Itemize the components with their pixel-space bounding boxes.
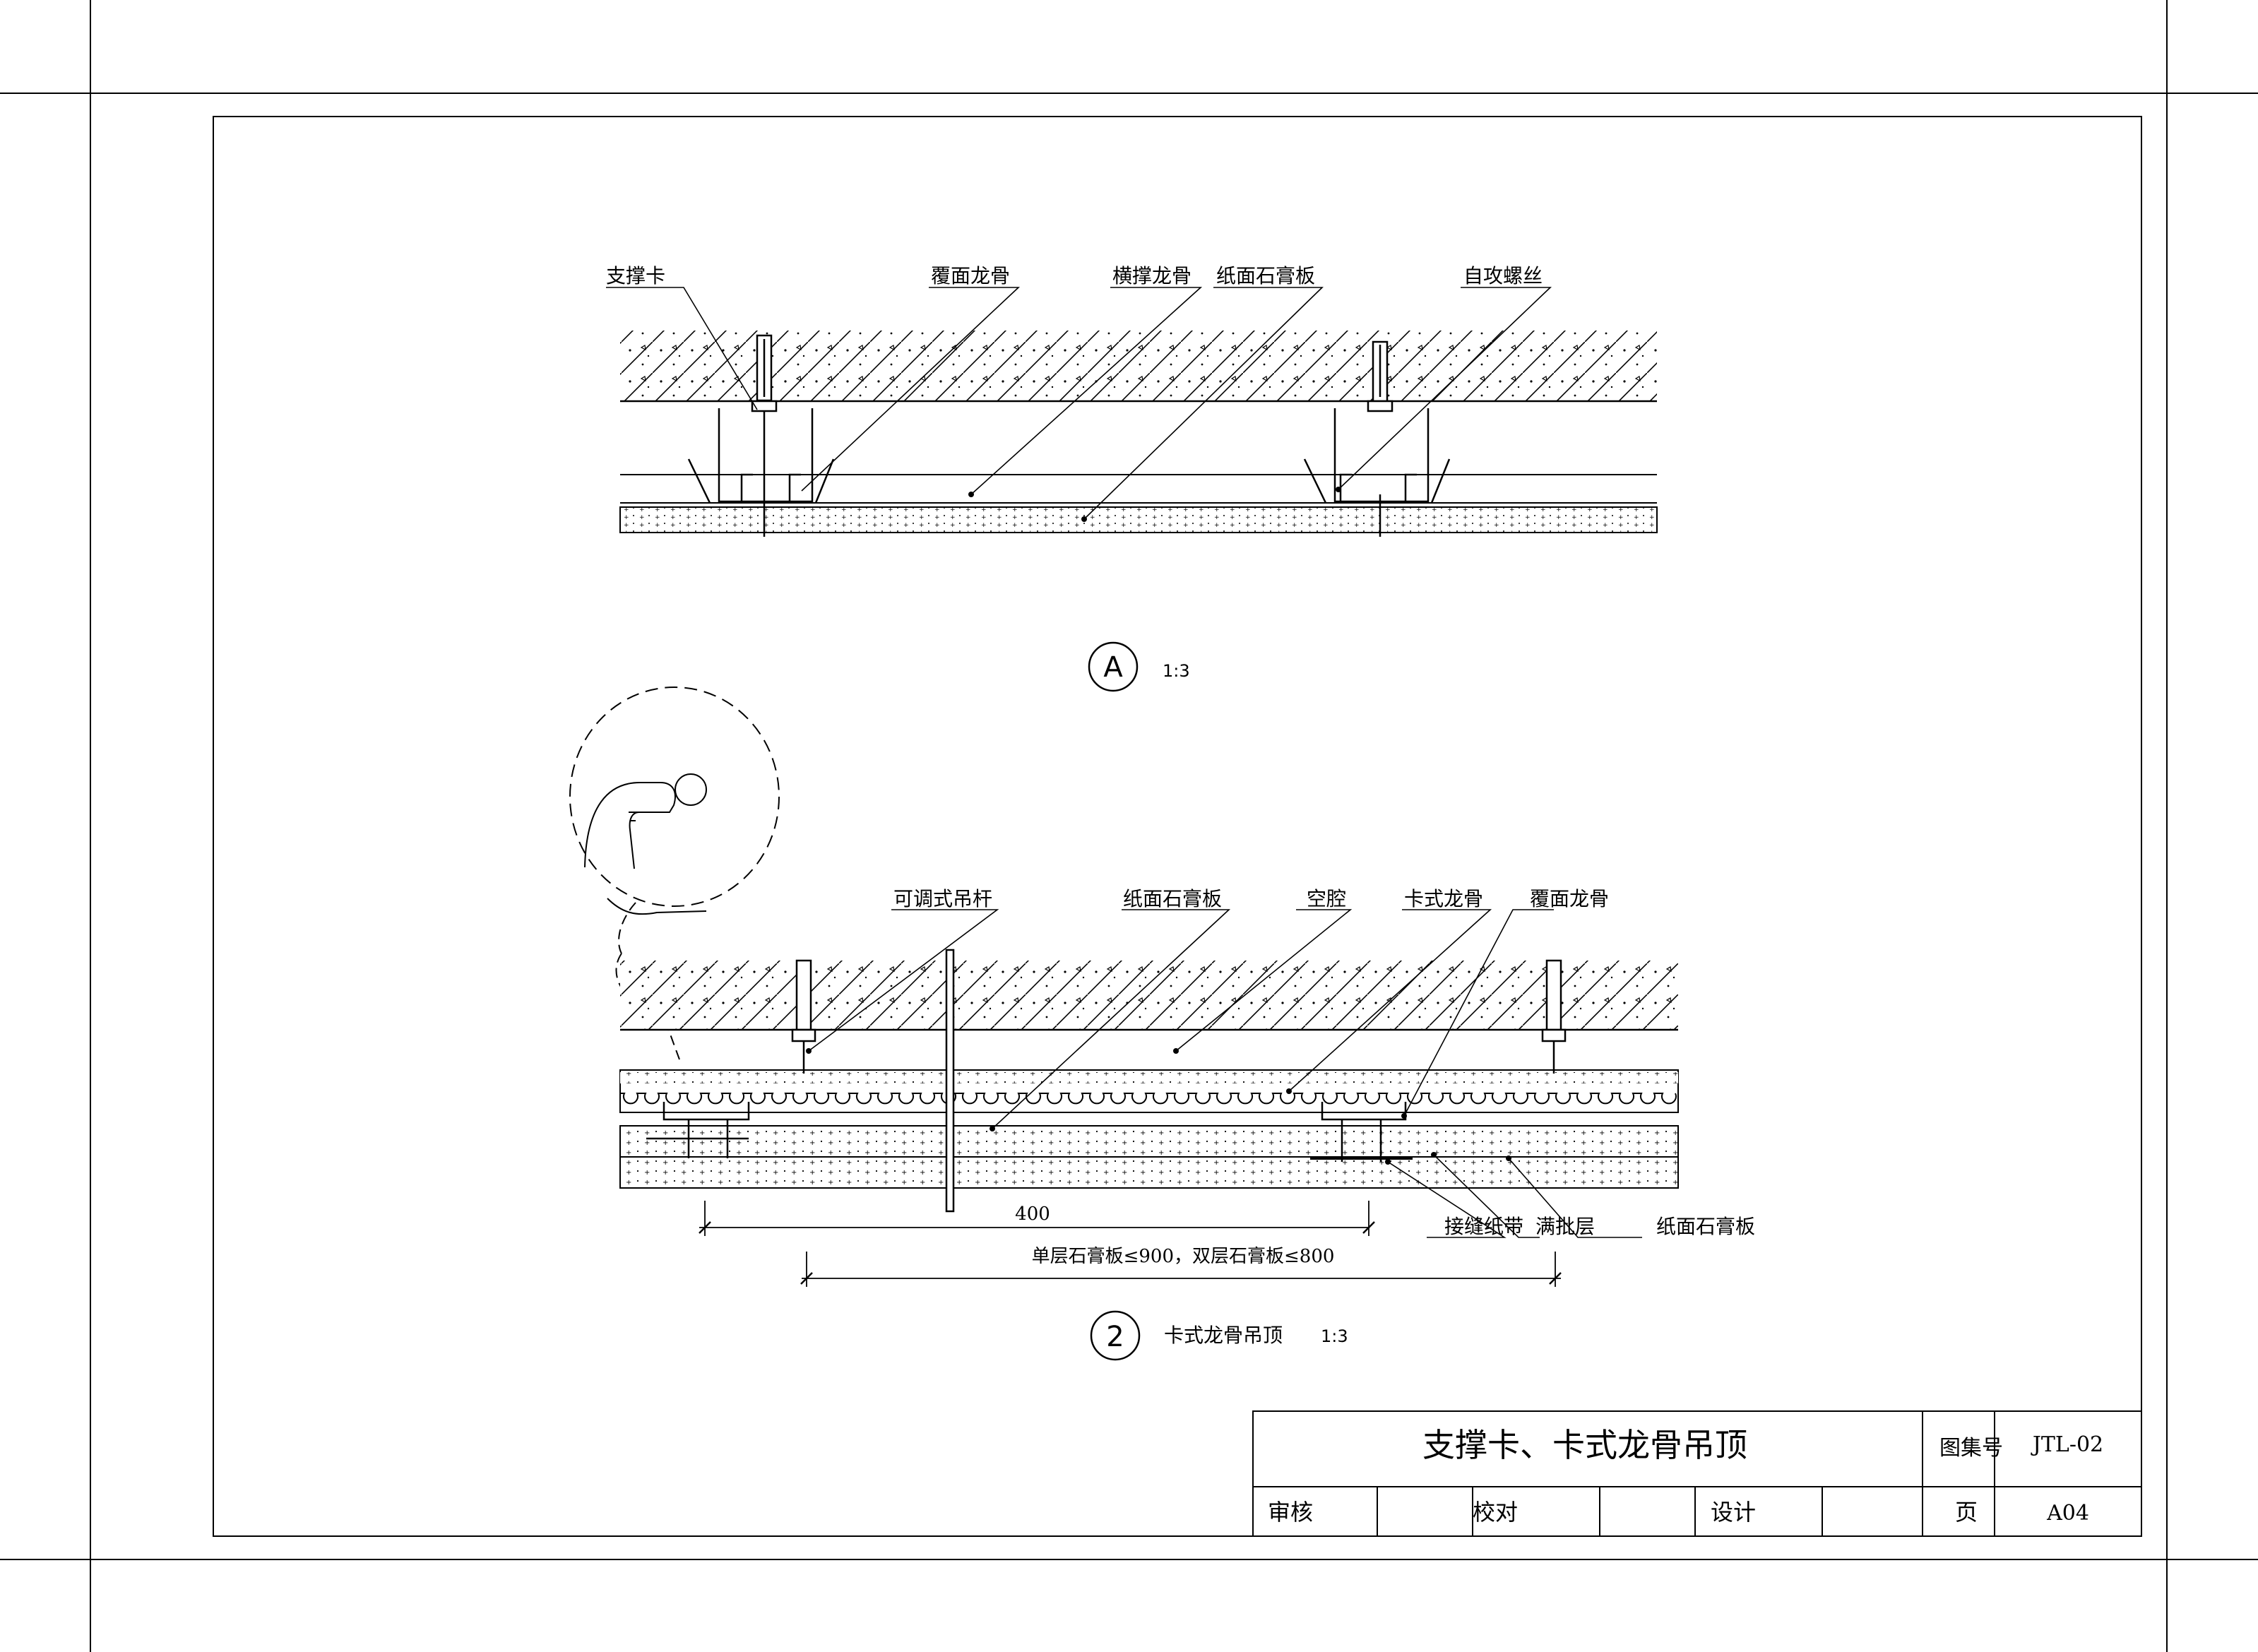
dimension-lines: [699, 1201, 1562, 1287]
label-adjustable-hanger: 可调式吊杆: [893, 887, 992, 910]
detail-a: 支撑卡 覆面龙骨 横撑龙骨 纸面石膏板 自攻螺丝 A 1:3: [606, 264, 1658, 692]
label-self-tapping-screw: 自攻螺丝: [1463, 264, 1543, 287]
concrete-slab-a: [620, 331, 1657, 401]
label-cavity: 空腔: [1307, 887, 1346, 910]
clip-keel-profile: [620, 1093, 1677, 1105]
page-number: A04: [2046, 1501, 2089, 1526]
label-support-clip: 支撑卡: [606, 264, 665, 287]
dimension-400: 400: [1015, 1204, 1050, 1225]
design-label: 设计: [1711, 1499, 1756, 1526]
label-cover-keel-a: 覆面龙骨: [931, 264, 1010, 287]
gypsum-board-layer-1: [619, 1125, 1679, 1158]
detail-2-title: 卡式龙骨吊顶: [1164, 1324, 1283, 1347]
label-clip-keel: 卡式龙骨: [1404, 887, 1483, 910]
label-joint-tape: 接缝纸带: [1444, 1215, 1523, 1238]
label-cross-keel: 横撑龙骨: [1112, 264, 1192, 287]
label-cover-keel-2: 覆面龙骨: [1530, 887, 1609, 910]
atlas-number: JTL-02: [2031, 1432, 2103, 1457]
ref-bubble-a: [1088, 641, 1139, 692]
gypsum-board-layer-2: [619, 1156, 1679, 1189]
support-clip-right: [1303, 340, 1451, 537]
title-block: [1252, 1410, 2142, 1537]
page-label: 页: [1955, 1499, 1978, 1526]
label-full-putty: 满批层: [1535, 1215, 1595, 1238]
hanger-rods: [791, 949, 1567, 1213]
detail-2-scale: 1:3: [1321, 1326, 1348, 1346]
ref-a-scale: 1:3: [1163, 661, 1190, 681]
drawing-title: 支撑卡、卡式龙骨吊顶: [1422, 1426, 1747, 1464]
dimension-span-note: 单层石膏板≤900，双层石膏板≤800: [1032, 1246, 1335, 1267]
atlas-number-label: 图集号: [1939, 1436, 2003, 1461]
concrete-slab-2: [620, 961, 1678, 1030]
label-gypsum-board-2: 纸面石膏板: [1123, 887, 1222, 910]
check-label: 校对: [1473, 1499, 1518, 1526]
ref-a-letter: A: [1103, 651, 1123, 684]
keel-joints: [646, 1102, 1413, 1162]
label-gypsum-board-bottom: 纸面石膏板: [1656, 1215, 1755, 1238]
ref-bubble-2: [1090, 1310, 1141, 1361]
support-clip-left: [687, 334, 835, 537]
ref-2-number: 2: [1106, 1321, 1124, 1353]
gypsum-board-a: [619, 506, 1658, 533]
detail-2: 可调式吊杆 纸面石膏板 空腔 卡式龙骨 覆面龙骨 接缝纸带 满批层 纸面石膏板 …: [569, 687, 1755, 1361]
label-gypsum-board-a: 纸面石膏板: [1216, 264, 1315, 287]
review-label: 审核: [1268, 1499, 1313, 1526]
